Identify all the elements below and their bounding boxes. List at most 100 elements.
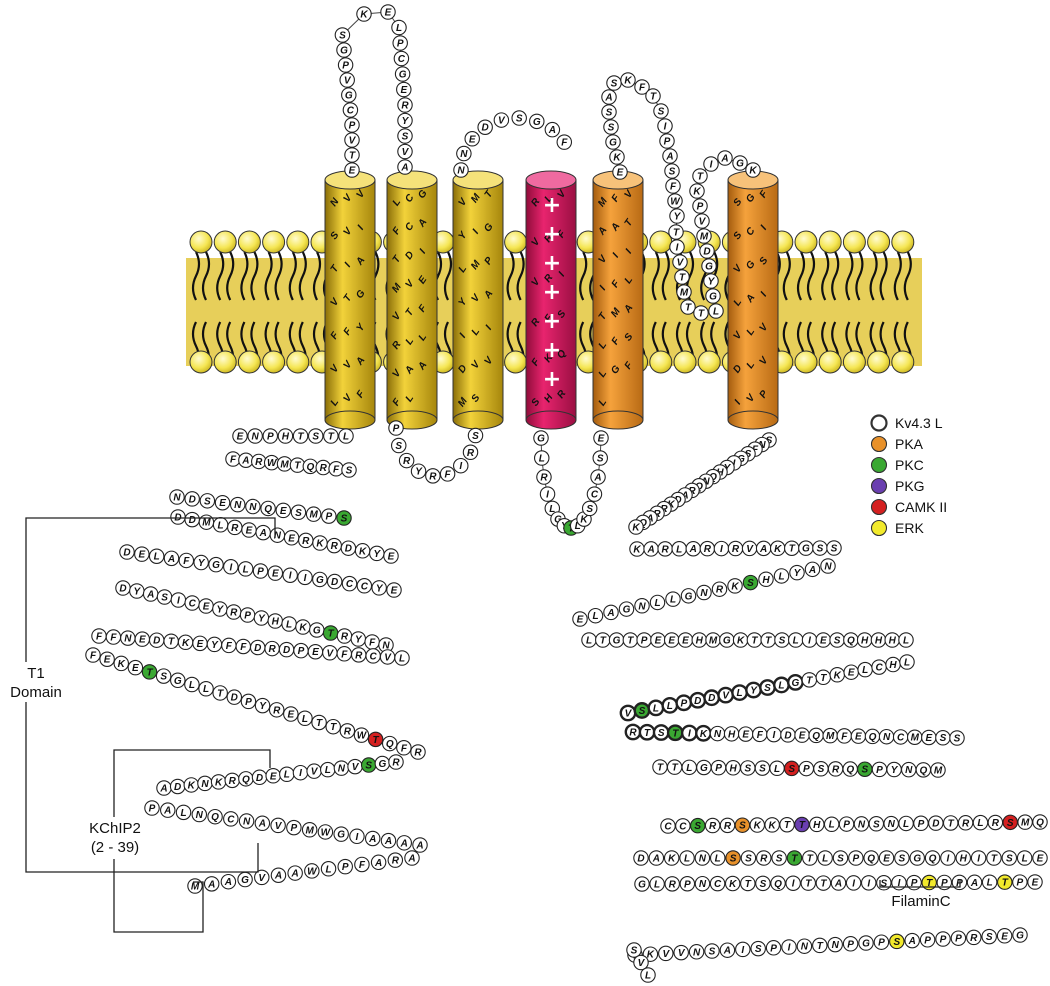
residue: K [620,72,636,88]
positive-charge-icon: + [543,222,561,247]
svg-text:N: N [382,641,390,652]
residue: F [178,552,195,569]
svg-text:S: S [341,514,348,525]
svg-text:N: N [274,531,282,542]
residue: P [293,642,309,659]
svg-text:I: I [471,227,482,236]
svg-text:T: T [820,879,827,890]
legend-item: Kv4.3 L [870,414,943,432]
svg-text:L: L [457,264,470,275]
svg-text:M: M [700,232,709,243]
svg-text:Y: Y [415,467,423,478]
svg-text:T: T [328,432,335,443]
svg-text:Y: Y [355,635,363,646]
legend-item: CAMK II [870,498,947,516]
residue: R [298,532,314,549]
svg-text:S: S [893,937,900,948]
residue: M [705,632,721,648]
residue: P [710,759,727,776]
svg-text:E: E [132,663,139,674]
residue: A [287,865,303,881]
residue: F [328,461,344,477]
svg-text:S: S [597,454,604,465]
svg-text:W: W [307,866,318,877]
residue: I [680,724,698,742]
svg-text:R: R [341,632,349,643]
lipid-head [891,350,915,374]
residue: C [871,659,887,675]
residue: C [356,578,373,594]
legend-label: Kv4.3 L [895,415,943,431]
residue: K [749,817,766,833]
svg-text:R: R [331,541,339,552]
svg-text:R: R [992,818,1000,829]
svg-text:L: L [189,680,195,691]
residue: S [1001,850,1018,866]
residue: T [289,457,306,473]
residue: A [601,89,617,105]
svg-text:L: L [325,765,331,776]
svg-text:L: L [396,23,402,34]
residue: K [113,655,130,672]
svg-text:S: S [611,79,618,90]
residue: E [214,494,231,511]
residue: P [919,932,936,948]
svg-text:I: I [356,832,359,843]
svg-text:N: N [338,764,346,775]
residue: M [676,284,692,300]
svg-text:L: L [822,854,828,865]
residue: Q [302,458,319,475]
svg-text:P: P [941,878,948,889]
residue: P [913,815,929,832]
residue: F [354,856,370,873]
svg-text:T: T [679,273,686,284]
residue: D [477,119,493,135]
residue: L [649,876,665,892]
residue: S [341,462,357,478]
svg-text:P: P [325,512,332,523]
residue: I [801,632,818,648]
residue: T [815,875,832,891]
residue: L [731,684,748,701]
residue: C [223,811,239,827]
positive-charge-icon: + [543,309,561,334]
residue: A [397,159,413,175]
svg-text:L: L [325,864,331,875]
svg-text:T: T [657,763,664,774]
residue: E [396,81,412,98]
svg-text:K: K [834,670,842,681]
residue: D [689,691,707,709]
residue: T [986,850,1002,866]
svg-text:H: H [889,660,897,671]
legend-item: PKC [870,456,924,474]
svg-text:D: D [254,643,261,654]
lipid-head [286,350,310,374]
residue: L [679,850,695,866]
residue: P [321,508,337,524]
residue: P [692,198,708,214]
svg-text:P: P [918,819,925,830]
lipid-head [286,230,310,254]
svg-text:W: W [670,197,681,208]
residue: E [843,664,859,680]
svg-text:D: D [256,773,263,784]
residue: E [996,928,1013,944]
residue: E [232,428,248,444]
residue: L [184,676,200,693]
svg-text:P: P [876,765,883,776]
svg-text:I: I [977,854,980,865]
svg-text:K: K [360,10,368,21]
residue: D [170,509,186,525]
lipid-head [794,350,818,374]
residue: L [534,450,550,466]
svg-text:L: L [676,544,682,555]
lipid-head [818,350,842,374]
residue: C [184,595,200,611]
residue: T [674,269,690,285]
